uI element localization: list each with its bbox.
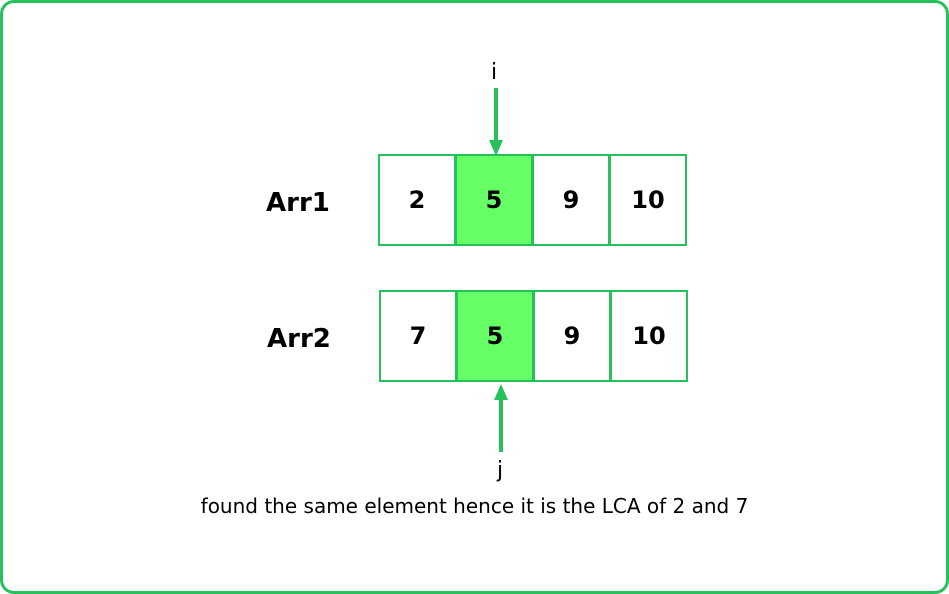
arr2: 7 5 9 10 bbox=[379, 290, 688, 382]
arr1: 2 5 9 10 bbox=[378, 154, 687, 246]
pointer-i-arrow bbox=[489, 88, 503, 156]
caption: found the same element hence it is the L… bbox=[200, 494, 749, 518]
arr2-cell-3: 10 bbox=[610, 290, 688, 382]
arr2-cell-1: 5 bbox=[456, 290, 534, 382]
pointer-j-label: j bbox=[497, 458, 504, 483]
arr1-cell-3: 10 bbox=[609, 154, 687, 246]
pointer-i-label: i bbox=[491, 60, 498, 85]
arr2-cell-2: 9 bbox=[533, 290, 611, 382]
arr2-label: Arr2 bbox=[267, 324, 331, 354]
arr1-label: Arr1 bbox=[266, 188, 330, 218]
pointer-j-arrow bbox=[494, 384, 508, 452]
arr2-cell-0: 7 bbox=[379, 290, 457, 382]
arr1-cell-1: 5 bbox=[455, 154, 533, 246]
